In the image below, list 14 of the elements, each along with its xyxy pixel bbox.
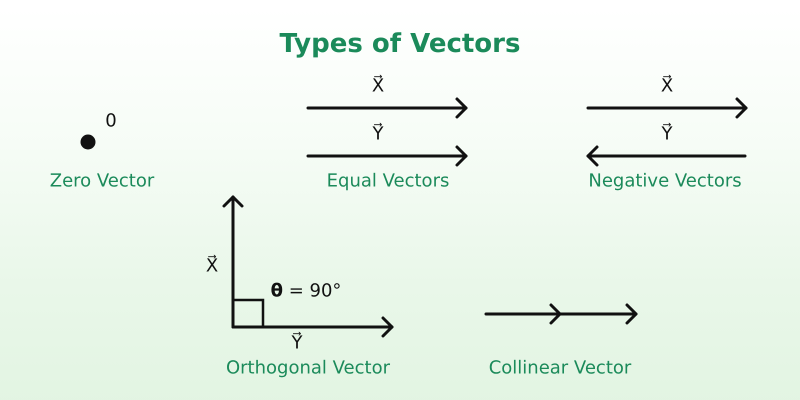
vector-label: X⃗ bbox=[206, 256, 218, 278]
vector-label: Y⃗ bbox=[662, 124, 672, 146]
vector-label: X⃗ bbox=[372, 76, 384, 98]
vector-label: X⃗ bbox=[660, 76, 674, 98]
caption: Negative Vectors bbox=[588, 172, 742, 192]
vector-label: 0 bbox=[105, 112, 117, 132]
vector-label: Y⃗ bbox=[372, 124, 384, 146]
caption: Collinear Vector bbox=[488, 358, 632, 380]
caption: Equal Vectors bbox=[326, 172, 450, 192]
vector-label: Y⃗ bbox=[292, 334, 302, 354]
caption: Zero Vector bbox=[50, 172, 154, 192]
title: Types of Vectors bbox=[280, 30, 520, 60]
angle-label: θ = 90° bbox=[270, 282, 342, 302]
caption: Orthogonal Vector bbox=[226, 358, 390, 380]
